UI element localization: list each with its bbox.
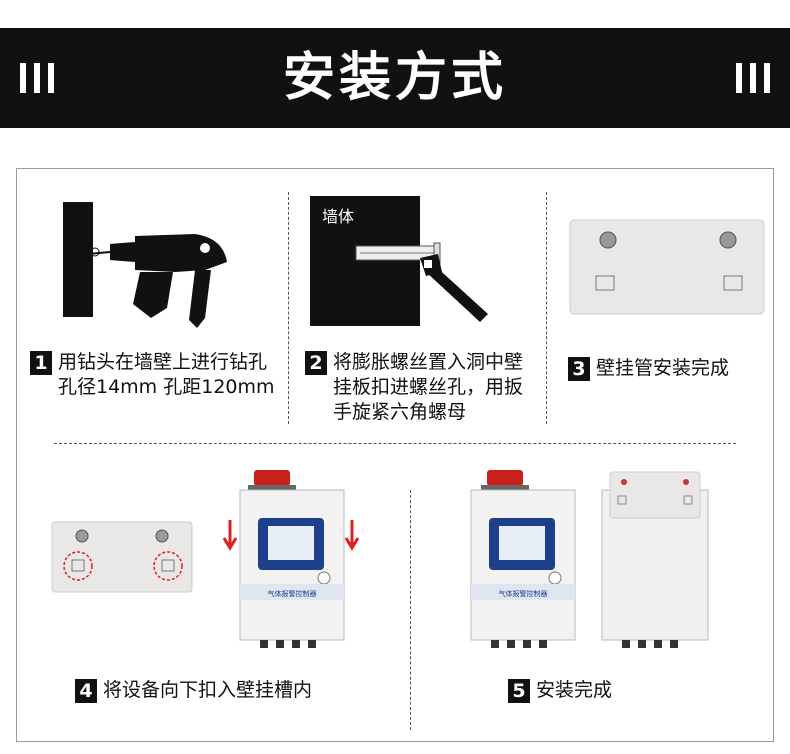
divider-1-2: [288, 192, 289, 424]
header-right-bars-icon: [736, 63, 770, 93]
step-5-device-back-illustration: [601, 471, 709, 648]
step-number: 1: [30, 351, 52, 375]
step-4-line-1: 将设备向下扣入壁挂槽内: [103, 679, 313, 701]
step-1-line-1: 用钻头在墙壁上进行钻孔: [58, 351, 268, 373]
drill-icon: [76, 234, 227, 328]
alarm-beacon: [254, 470, 290, 486]
divider-2-3: [546, 192, 547, 424]
step-3-plate-illustration: [569, 219, 765, 315]
step-1-caption: 1 用钻头在墙壁上进行钻孔 孔径14mm 孔距120mm: [30, 350, 275, 400]
step-5-caption: 5 安装完成: [508, 678, 612, 703]
step-2-caption: 2 将膨胀螺丝置入洞中壁 挂板扣进螺丝孔，用扳 手旋紧六角螺母: [305, 350, 523, 425]
arrow-down-right-icon: [344, 520, 360, 551]
step-2-line-3: 手旋紧六角螺母: [333, 401, 467, 423]
page-title: 安装方式: [282, 48, 507, 108]
device-label: 气体报警控制器: [499, 589, 548, 598]
step-3-caption: 3 壁挂管安装完成: [568, 356, 729, 381]
step-5-device-front-illustration: 气体报警控制器: [470, 470, 576, 648]
divider-4-5: [410, 490, 411, 730]
step-4-caption: 4 将设备向下扣入壁挂槽内: [75, 678, 312, 703]
step-5-line-1: 安装完成: [536, 679, 613, 701]
header-bar: 安装方式: [0, 28, 790, 128]
step-number: 5: [508, 679, 530, 703]
step-1-line-2: 孔径14mm 孔距120mm: [58, 376, 275, 398]
header-left-bars-icon: [20, 63, 54, 93]
step-4-device-illustration: 气体报警控制器: [222, 470, 360, 648]
step-2-bolt-illustration: 墙体: [310, 196, 488, 326]
wall-label: 墙体: [322, 207, 354, 226]
step-2-line-2: 挂板扣进螺丝孔，用扳: [333, 376, 524, 398]
step-4-plate-illustration: [51, 521, 193, 593]
step-1-drill-illustration: [63, 202, 227, 328]
instruction-frame: [16, 168, 774, 742]
step-3-line-1: 壁挂管安装完成: [596, 357, 730, 379]
divider-row: [54, 443, 736, 444]
device-label: 气体报警控制器: [268, 589, 317, 598]
wrench-icon: [420, 254, 488, 322]
expansion-bolt-icon: [355, 242, 441, 264]
step-number: 3: [568, 357, 590, 381]
alarm-beacon: [487, 470, 523, 486]
wall-block: [310, 196, 420, 326]
step-number: 2: [305, 351, 327, 375]
arrow-down-left-icon: [222, 520, 238, 551]
wall-block: [63, 202, 93, 317]
step-number: 4: [75, 679, 97, 703]
step-2-line-1: 将膨胀螺丝置入洞中壁: [333, 351, 524, 373]
